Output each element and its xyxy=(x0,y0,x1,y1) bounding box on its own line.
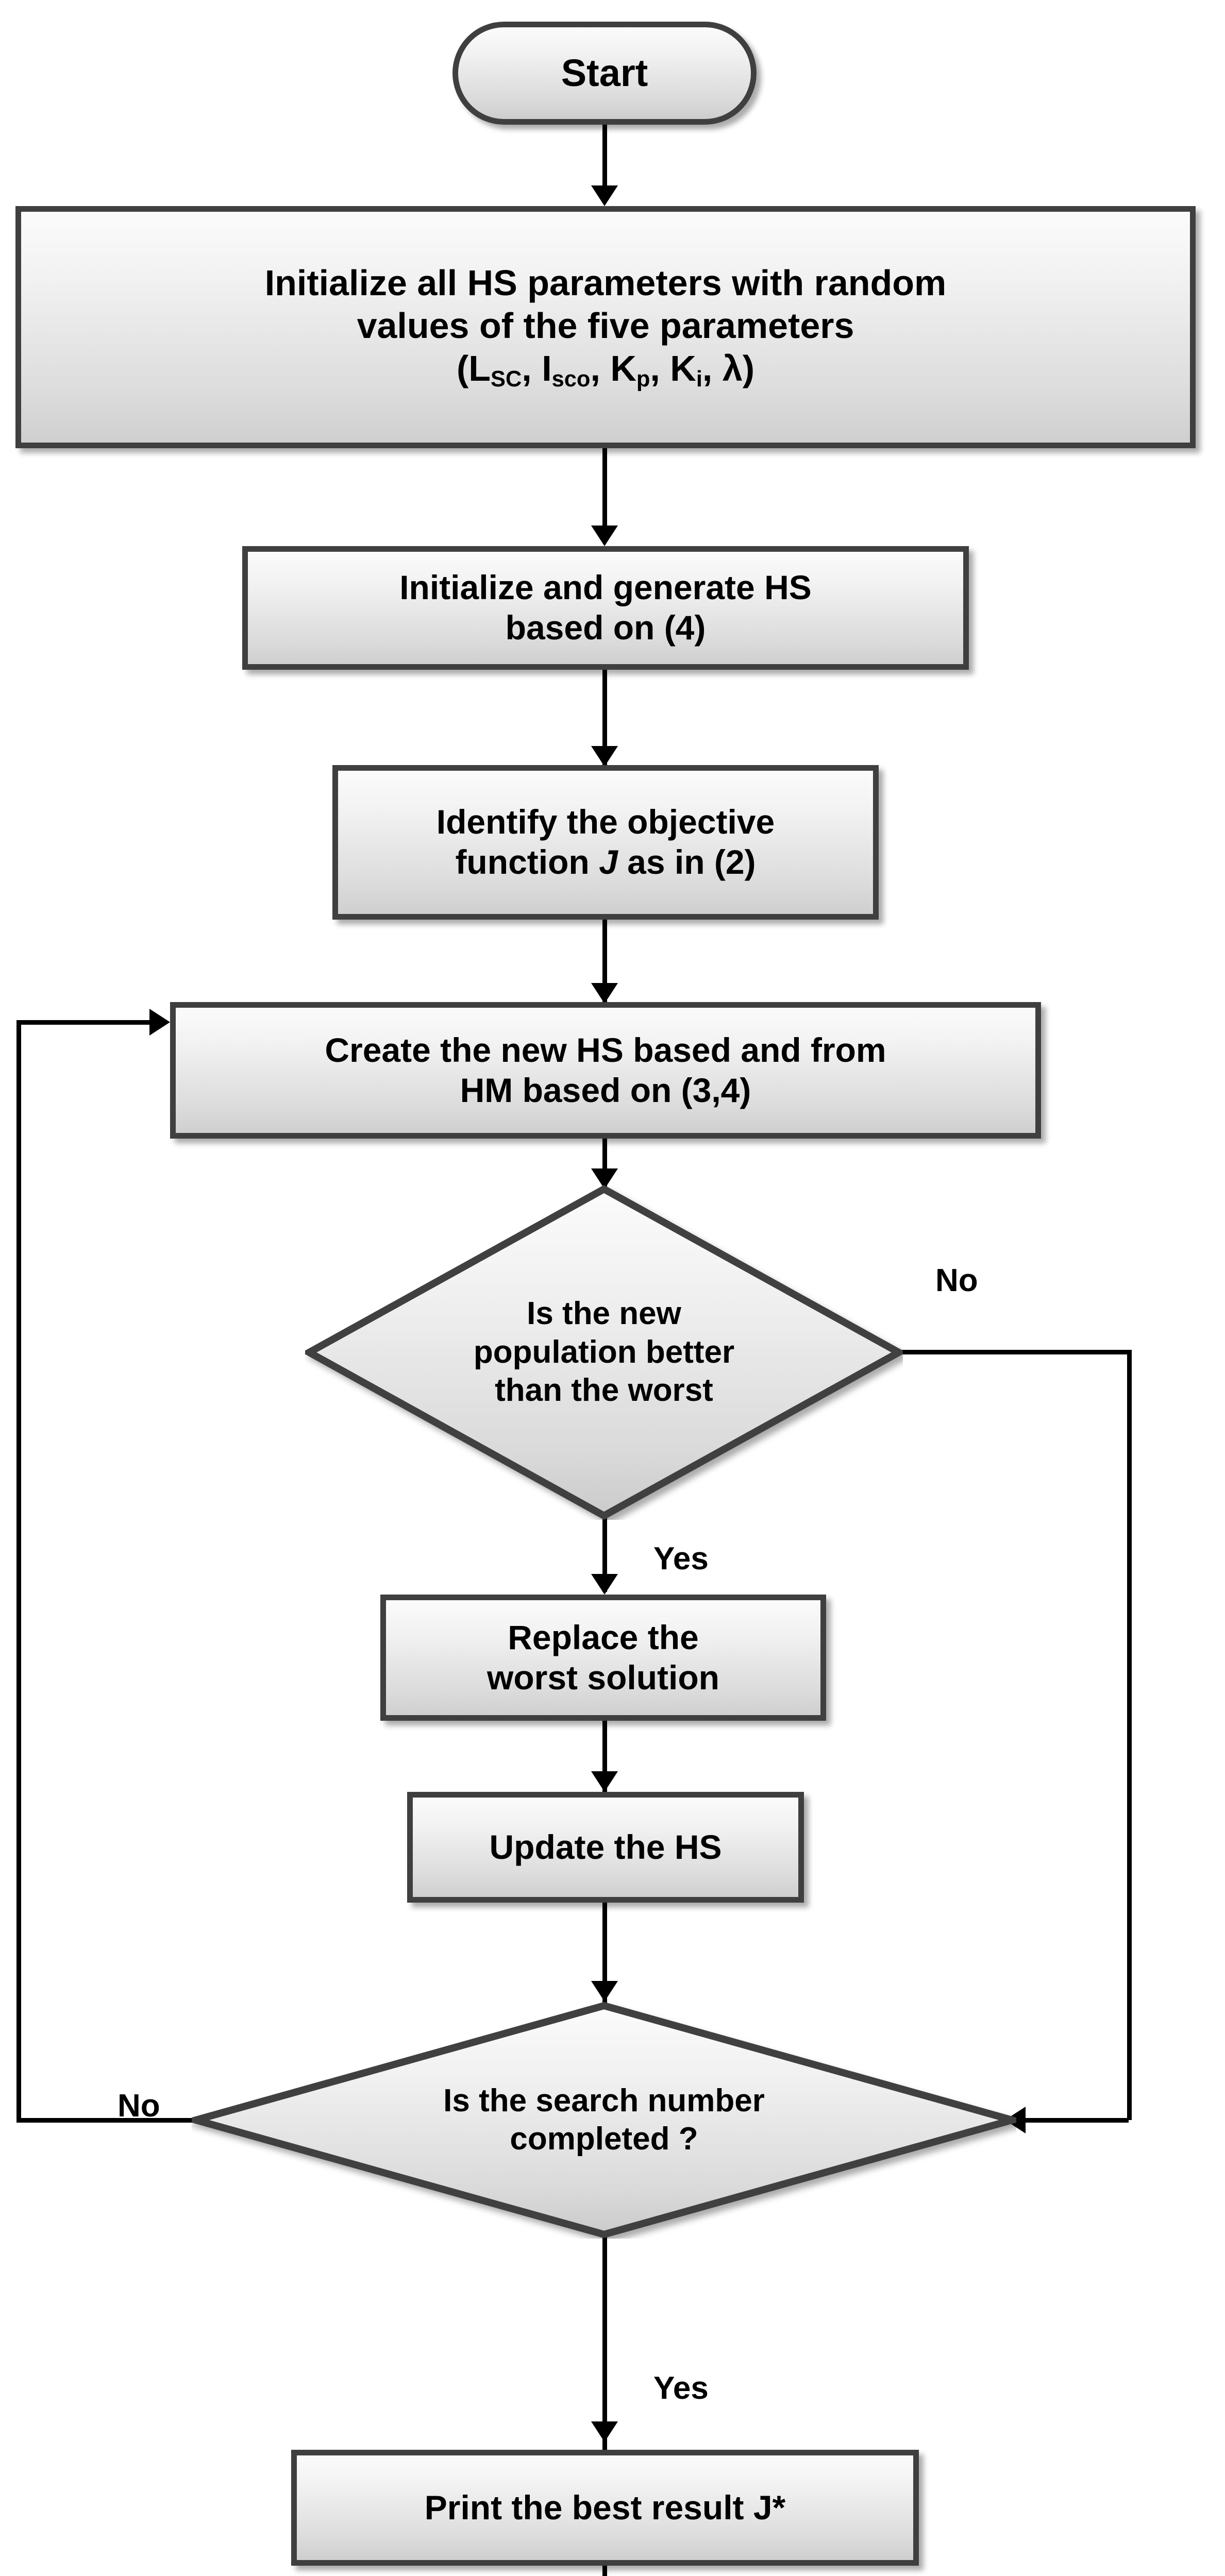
edge-decision2-no-horiz xyxy=(16,2118,199,2123)
arrow-decision2-no-to-create xyxy=(149,1009,170,1036)
edge-decision1-no-into-decision2 xyxy=(1026,2118,1129,2123)
node-update-hs-line1: Update the HS xyxy=(489,1827,722,1866)
edge-decision2-no-vert xyxy=(16,1020,21,2122)
param-mid-1: , I xyxy=(522,348,552,388)
arrow-decision2-to-print xyxy=(591,2421,618,2442)
arrow-init-to-generate xyxy=(591,526,618,546)
objective-post: as in (2) xyxy=(617,843,756,881)
node-init-params[interactable]: Initialize all HS parameters with random… xyxy=(15,206,1196,448)
edge-objective-to-create xyxy=(602,920,607,1002)
node-start-label: Start xyxy=(561,52,648,95)
node-start[interactable]: Start xyxy=(452,22,757,125)
decision-better-shape xyxy=(305,1185,903,1520)
arrow-replace-to-update xyxy=(591,1771,618,1792)
edge-decision1-to-replace xyxy=(602,1510,607,1592)
node-init-params-line2: values of the five parameters xyxy=(357,305,854,346)
edge-decision2-to-print xyxy=(602,2231,607,2452)
param-mid-2: , K xyxy=(590,348,636,388)
param-close: , λ) xyxy=(702,348,755,388)
arrow-generate-to-objective xyxy=(591,746,618,767)
param-mid-3: , K xyxy=(650,348,696,388)
node-generate-hs[interactable]: Initialize and generate HS based on (4) xyxy=(242,546,969,670)
edge-init-to-generate xyxy=(602,448,607,532)
edge-label-better-yes: Yes xyxy=(653,1541,709,1577)
edge-update-to-decision2 xyxy=(602,1903,607,2006)
decision-search-shape xyxy=(192,2002,1016,2239)
edge-replace-to-update xyxy=(602,1721,607,1808)
edge-print-to-end xyxy=(602,2566,607,2576)
edge-label-search-no: No xyxy=(118,2088,160,2124)
arrow-update-to-decision2 xyxy=(591,1981,618,2002)
edge-decision1-no-horiz xyxy=(899,1350,1132,1354)
edge-label-better-no: No xyxy=(935,1263,978,1298)
param-sub-p: p xyxy=(636,366,650,392)
objective-variable-j: J xyxy=(599,843,618,881)
node-create-hs[interactable]: Create the new HS based and from HM base… xyxy=(170,1002,1041,1139)
node-replace-worst[interactable]: Replace the worst solution xyxy=(380,1595,826,1721)
param-open: (L xyxy=(456,348,491,388)
arrow-start-to-init xyxy=(591,185,618,206)
node-print-result-line1: Print the best result J* xyxy=(424,2488,786,2527)
node-update-hs[interactable]: Update the HS xyxy=(407,1792,804,1903)
edge-generate-to-objective xyxy=(602,670,607,765)
node-init-params-params: (LSC, Isco, Kp, Ki, λ) xyxy=(457,347,754,393)
node-decision-better[interactable]: Is the new population better than the wo… xyxy=(305,1185,903,1520)
node-create-hs-line2: HM based on (3,4) xyxy=(460,1071,751,1109)
node-generate-hs-line2: based on (4) xyxy=(505,608,706,647)
node-generate-hs-line1: Initialize and generate HS xyxy=(399,568,812,607)
node-print-result[interactable]: Print the best result J* xyxy=(291,2450,919,2566)
node-init-params-line1: Initialize all HS parameters with random xyxy=(264,263,947,303)
node-objective[interactable]: Identify the objective function J as in … xyxy=(332,765,879,920)
edge-start-to-init xyxy=(602,125,607,192)
node-create-hs-line1: Create the new HS based and from xyxy=(325,1030,886,1069)
node-replace-worst-line2: worst solution xyxy=(487,1658,719,1697)
edge-decision2-no-into-create xyxy=(16,1020,152,1025)
node-objective-line2: function J as in (2) xyxy=(455,842,756,883)
node-objective-line1: Identify the objective xyxy=(436,803,775,841)
node-decision-search[interactable]: Is the search number completed ? xyxy=(192,2002,1016,2239)
edge-decision1-no-vert xyxy=(1127,1350,1132,2120)
param-sub-i: i xyxy=(696,366,702,392)
objective-pre: function xyxy=(455,843,599,881)
param-sub-sco: sco xyxy=(551,366,591,392)
node-replace-worst-line1: Replace the xyxy=(508,1618,699,1656)
arrow-decision1-to-replace xyxy=(591,1574,618,1595)
arrow-objective-to-create xyxy=(591,983,618,1004)
param-sub-sc: SC xyxy=(491,366,522,392)
edge-label-search-yes: Yes xyxy=(653,2370,709,2406)
